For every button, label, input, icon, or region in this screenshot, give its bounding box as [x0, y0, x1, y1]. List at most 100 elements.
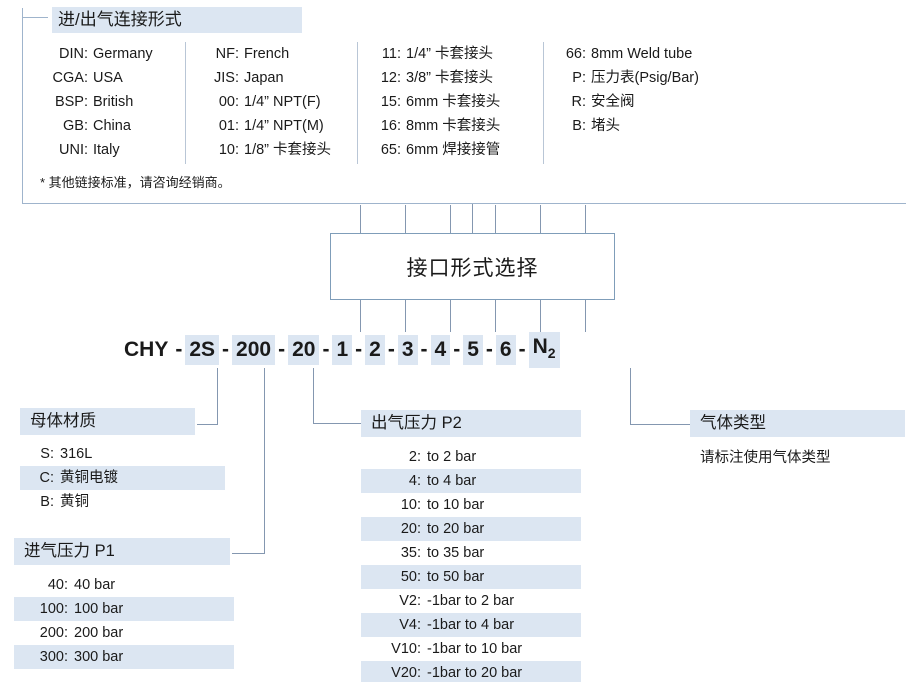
connection-value: Germany [93, 46, 153, 62]
item-value: -1bar to 20 bar [427, 665, 523, 681]
code-segment-p2: 20 [288, 335, 320, 365]
code-segment-p1: 200 [232, 335, 276, 365]
item-key: 10: [400, 497, 421, 513]
column-divider-2 [357, 42, 358, 164]
list-item: V10: -1bar to 10 bar [361, 637, 581, 661]
item-value: 黄铜 [60, 494, 89, 510]
list-item: V20: -1bar to 20 bar [361, 661, 581, 682]
item-value: 40 bar [74, 577, 116, 593]
interface-selection-box: 接口形式选择 [330, 233, 615, 300]
connection-key: B: [572, 118, 586, 134]
connection-value: China [93, 118, 131, 134]
connection-item: 01: 1/4” NPT(M) [205, 114, 331, 138]
item-value: to 50 bar [427, 569, 485, 585]
item-key: 40: [47, 577, 68, 593]
connection-column-1: DIN: Germany CGA: USA BSP: British GB: C… [40, 42, 153, 162]
connector-gas-drop [630, 368, 631, 424]
gas-type-title: 气体类型 [690, 410, 905, 437]
code-segment-chy: CHY [124, 338, 169, 361]
list-item: 100: 100 bar [14, 597, 234, 621]
connection-item: GB: China [40, 114, 153, 138]
item-key: B: [40, 494, 54, 510]
connection-value: 堵头 [591, 118, 620, 134]
item-key: V10: [391, 641, 421, 657]
connection-item: 15: 6mm 卡套接头 [373, 90, 500, 114]
body-material-list: S: 316L C: 黄铜电镀 B: 黄铜 [20, 442, 225, 514]
connector-iface-top-3 [450, 205, 451, 233]
code-segment-6: 6 [495, 335, 516, 365]
connection-value: Japan [244, 70, 284, 86]
connection-value: 1/4” NPT(M) [244, 118, 324, 134]
connection-item: JIS: Japan [205, 66, 331, 90]
connection-value: 压力表(Psig/Bar) [591, 70, 699, 86]
connection-key: 65: [380, 142, 401, 158]
connection-item: R: 安全阀 [560, 90, 699, 114]
connector-iface-top-2 [405, 205, 406, 233]
code-segment-gas-text: N [532, 334, 548, 358]
inlet-pressure-list: 40: 40 bar 100: 100 bar 200: 200 bar 300… [14, 573, 234, 669]
code-dash: - [420, 338, 428, 361]
connection-value: 1/4” 卡套接头 [406, 46, 494, 62]
code-dash: - [485, 338, 493, 361]
connector-iface-bot-5 [540, 300, 541, 332]
connector-panel-to-iface [472, 204, 473, 233]
code-dash: - [518, 338, 526, 361]
item-key: C: [39, 470, 55, 486]
code-dash: - [387, 338, 395, 361]
connection-item: NF: French [205, 42, 331, 66]
connection-key: 16: [380, 118, 401, 134]
list-item: 2: to 2 bar [361, 445, 581, 469]
connection-value: British [93, 94, 134, 110]
connector-gas-arm [630, 424, 690, 425]
connection-item: DIN: Germany [40, 42, 153, 66]
list-item: V2: -1bar to 2 bar [361, 589, 581, 613]
code-dash: - [453, 338, 461, 361]
connector-iface-top-4 [495, 205, 496, 233]
connection-value: 8mm Weld tube [591, 46, 693, 62]
connection-value: 1/8” 卡套接头 [244, 142, 332, 158]
connection-key: 66: [565, 46, 586, 62]
code-dash: - [278, 338, 286, 361]
item-value: 316L [60, 446, 93, 462]
connection-key: BSP: [54, 94, 88, 110]
connection-item: 65: 6mm 焊接接管 [373, 138, 500, 162]
connection-key: GB: [63, 118, 88, 134]
connection-value: 6mm 卡套接头 [406, 94, 501, 110]
connection-key: 01: [218, 118, 239, 134]
connection-value: Italy [93, 142, 120, 158]
connection-item: B: 堵头 [560, 114, 699, 138]
list-item: 10: to 10 bar [361, 493, 581, 517]
item-value: 300 bar [74, 649, 124, 665]
item-key: 200: [39, 625, 68, 641]
connector-material-drop [217, 368, 218, 424]
connection-key: CGA: [52, 70, 88, 86]
list-item: 35: to 35 bar [361, 541, 581, 565]
connection-key: DIN: [59, 46, 88, 62]
connector-p1-drop [264, 368, 265, 553]
code-segment-1: 1 [332, 335, 353, 365]
connector-iface-bot-4 [495, 300, 496, 332]
connection-key: JIS: [214, 70, 239, 86]
code-segment-2: 2 [365, 335, 385, 365]
outlet-pressure-list: 2: to 2 bar 4: to 4 bar 10: to 10 bar 20… [361, 445, 581, 682]
code-segment-gas: N2 [528, 331, 560, 369]
connector-iface-top-1 [360, 205, 361, 233]
connection-key: 15: [380, 94, 401, 110]
code-segment-material: 2S [185, 335, 220, 365]
connection-column-2: NF: French JIS: Japan 00: 1/4” NPT(F) 01… [205, 42, 331, 162]
connector-iface-bot-3 [450, 300, 451, 332]
connection-key: 12: [380, 70, 401, 86]
list-item: 20: to 20 bar [361, 517, 581, 541]
item-key: V20: [391, 665, 421, 681]
list-item: S: 316L [20, 442, 225, 466]
connection-column-3: 11: 1/4” 卡套接头 12: 3/8” 卡套接头 15: 6mm 卡套接头… [373, 42, 500, 162]
model-code: CHY - 2S - 200 - 20 - 1 - 2 - 3 - 4 - 5 … [120, 331, 560, 369]
item-value: to 35 bar [427, 545, 485, 561]
item-key: 20: [400, 521, 421, 537]
body-material-title: 母体材质 [20, 408, 195, 435]
item-value: to 2 bar [427, 449, 477, 465]
connection-column-4: 66: 8mm Weld tube P: 压力表(Psig/Bar) R: 安全… [560, 42, 699, 138]
item-key: 50: [400, 569, 421, 585]
connection-key: 00: [218, 94, 239, 110]
